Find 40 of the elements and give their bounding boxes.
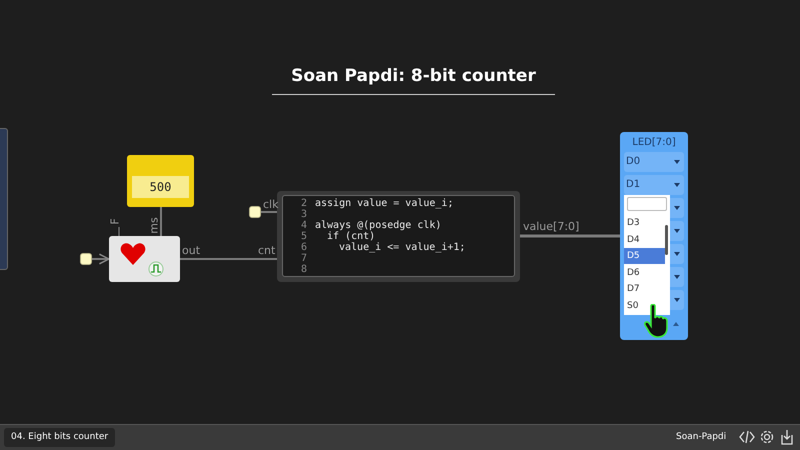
dropdown-option: D7 — [624, 281, 665, 297]
tab: 04. Eight bits counter — [4, 428, 116, 447]
port-square — [249, 206, 261, 218]
pin-label: F — [110, 218, 121, 225]
constant-block — [127, 155, 194, 207]
pin-label: ms — [148, 217, 160, 234]
code-line: assign value = value_i; — [315, 198, 454, 209]
code-line: always @(posedge clk) — [315, 220, 442, 231]
dropdown-option: D5 — [624, 248, 665, 264]
code-line: if (cnt) — [327, 231, 376, 242]
block-title: LED[7:0] — [631, 137, 677, 148]
line-number: 8 — [300, 264, 307, 275]
pin-label: cnt — [258, 245, 276, 256]
select-value: D1 — [626, 179, 640, 190]
select-value: D0 — [626, 156, 640, 167]
project-name: Soan-Papdi — [676, 433, 726, 442]
wire — [520, 234, 620, 238]
dropdown-option: D4 — [624, 232, 665, 248]
pin-label: clk — [263, 199, 278, 210]
title: Soan Papdi: 8-bit counter — [290, 66, 537, 86]
port-square — [80, 253, 92, 265]
heart-block — [109, 236, 180, 282]
line-number: 7 — [300, 253, 307, 264]
line-number: 6 — [300, 242, 307, 253]
line-number: 3 — [300, 209, 307, 220]
line-number: 2 — [300, 198, 307, 209]
pin-label: out — [182, 245, 200, 256]
code-line: value_i <= value_i+1; — [339, 242, 466, 253]
line-number: 4 — [300, 220, 307, 231]
dropdown-option: D3 — [624, 215, 665, 231]
pin-label: value[7:0] — [523, 221, 580, 232]
wire — [261, 211, 277, 213]
dropdown-option: S0 — [624, 298, 665, 314]
wire — [160, 207, 162, 236]
value-field: 500 — [132, 176, 189, 198]
output-block — [620, 132, 688, 340]
dropdown-option: D6 — [624, 264, 665, 280]
wire — [180, 258, 277, 260]
wire — [92, 253, 110, 265]
line-number: 5 — [300, 231, 307, 242]
